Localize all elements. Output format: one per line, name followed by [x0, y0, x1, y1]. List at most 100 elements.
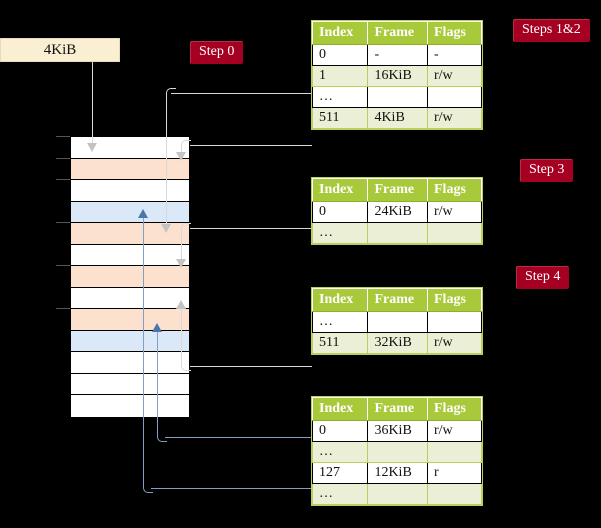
cell-frame: 32KiB [367, 332, 428, 354]
memory-frame-row [71, 266, 189, 288]
table-row: … [311, 222, 482, 244]
cell-index: … [311, 483, 369, 505]
page-table-2: Index Frame Flags 0 24KiB r/w … [311, 178, 482, 244]
column-header-index: Index [311, 288, 369, 312]
table-row: 0 24KiB r/w [311, 201, 482, 223]
column-header-index: Index [311, 178, 369, 202]
table-body: 0 24KiB r/w … [311, 201, 482, 244]
cell-flags: r/w [427, 420, 482, 442]
connector-corner [143, 483, 153, 493]
table-body: 0 - - 1 16KiB r/w … 511 4KiB r/w [311, 44, 482, 129]
column-header-frame: Frame [367, 178, 428, 202]
cell-frame: 16KiB [367, 65, 428, 87]
badge-step-3: Step 3 [520, 159, 574, 182]
memory-tick [56, 179, 70, 180]
connector-t3-horizontal [190, 366, 312, 367]
memory-tick [56, 308, 70, 309]
table-row: … [311, 483, 482, 505]
column-header-flags: Flags [427, 178, 482, 202]
arrow-head-down [176, 152, 186, 161]
cell-index: 1 [311, 65, 369, 87]
arrow-head-up [138, 209, 148, 218]
cell-index: 0 [311, 201, 369, 223]
connector-t4a-horizontal [165, 437, 312, 438]
table-row: 0 - - [311, 44, 482, 66]
page-table-1: Index Frame Flags 0 - - 1 16KiB r/w … [311, 21, 482, 129]
connector-t2-horizontal [190, 228, 312, 229]
memory-frame-row [71, 137, 189, 159]
table-row: … [311, 441, 482, 463]
source-frame-box: 4KiB [0, 38, 120, 62]
memory-tick [56, 136, 70, 137]
connector-source-vertical [92, 62, 93, 145]
arrow-head-up [152, 323, 162, 332]
cell-index: 127 [311, 462, 369, 484]
column-header-frame: Frame [367, 288, 428, 312]
column-header-frame: Frame [367, 397, 428, 421]
cell-flags [427, 441, 482, 463]
memory-frame-row [71, 223, 189, 245]
memory-tick [56, 158, 70, 159]
cell-flags [427, 483, 482, 505]
cell-index: 511 [311, 332, 369, 354]
connector-t2-vertical [181, 233, 182, 261]
physical-memory-column [70, 136, 190, 417]
cell-index: … [311, 86, 369, 108]
column-header-index: Index [311, 397, 369, 421]
table-header-row: Index Frame Flags [311, 397, 482, 421]
arrow-head-down [176, 259, 186, 268]
cell-flags: r/w [427, 201, 482, 223]
arrow-head-down [161, 224, 171, 233]
connector-corner [181, 361, 191, 371]
memory-frame-row [71, 395, 189, 417]
page-table-3: Index Frame Flags … 511 32KiB r/w [311, 288, 482, 354]
cell-flags: r/w [427, 107, 482, 129]
cell-frame: 12KiB [367, 462, 428, 484]
column-header-frame: Frame [367, 21, 428, 45]
memory-frame-row [71, 309, 189, 331]
table-row: 127 12KiB r [311, 462, 482, 484]
memory-frame-row [71, 330, 189, 353]
memory-frame-row [71, 180, 189, 202]
badge-step-0: Step 0 [190, 41, 244, 64]
cell-frame: 24KiB [367, 201, 428, 223]
table-header-row: Index Frame Flags [311, 21, 482, 45]
cell-index: 511 [311, 107, 369, 129]
column-header-flags: Flags [427, 21, 482, 45]
memory-frame-row [71, 352, 189, 374]
connector-step0-vertical [166, 98, 167, 226]
memory-frame-row [71, 158, 189, 181]
table-body: … 511 32KiB r/w [311, 311, 482, 354]
connector-corner [166, 88, 176, 98]
connector-corner [181, 223, 191, 233]
cell-flags: r [427, 462, 482, 484]
cell-flags [427, 311, 482, 333]
connector-t1-vertical [181, 150, 182, 153]
cell-frame [367, 311, 428, 333]
memory-tick [56, 265, 70, 266]
badge-steps-1-2: Steps 1&2 [513, 19, 590, 42]
cell-flags: r/w [427, 65, 482, 87]
cell-frame: - [367, 44, 428, 66]
connector-t1-horizontal [190, 145, 312, 146]
badge-steps-1-2-label: Steps 1&2 [522, 22, 581, 37]
page-table-level-4: Index Frame Flags 0 36KiB r/w … 127 12Ki… [311, 396, 483, 506]
cell-index: 0 [311, 420, 369, 442]
table-header-row: Index Frame Flags [311, 178, 482, 202]
table-row: 1 16KiB r/w [311, 65, 482, 87]
cell-frame [367, 86, 428, 108]
badge-step-4-label: Step 4 [525, 269, 561, 284]
cell-flags: - [427, 44, 482, 66]
cell-flags [427, 222, 482, 244]
connector-t4a-vertical [157, 330, 158, 432]
cell-index: 0 [311, 44, 369, 66]
table-row: 0 36KiB r/w [311, 420, 482, 442]
badge-step-3-label: Step 3 [529, 162, 565, 177]
connector-corner [157, 432, 167, 442]
cell-frame [367, 483, 428, 505]
column-header-index: Index [311, 21, 369, 45]
table-row: 511 32KiB r/w [311, 332, 482, 354]
cell-frame [367, 222, 428, 244]
page-table-level-3: Index Frame Flags … 511 32KiB r/w [311, 287, 483, 355]
